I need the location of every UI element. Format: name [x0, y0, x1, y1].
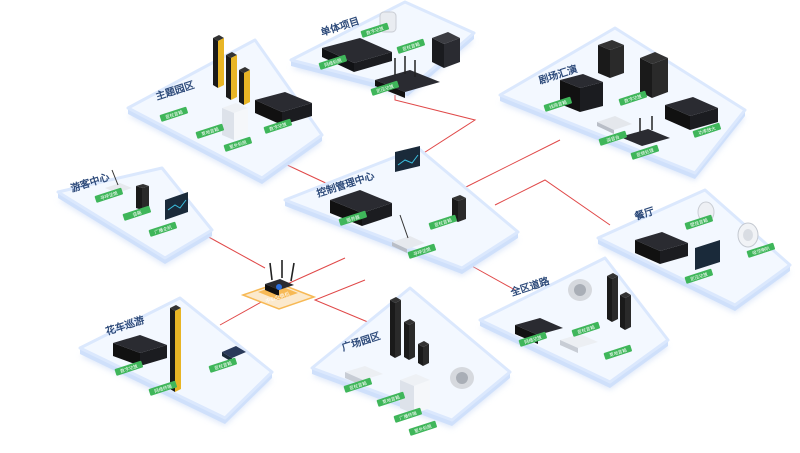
platform-restaurant — [596, 188, 792, 313]
column-speaker-icon — [390, 297, 401, 358]
column-speaker-icon — [226, 52, 237, 100]
column-speaker-icon — [170, 305, 181, 392]
amplifier-icon — [113, 335, 167, 366]
link-flower-patrol — [219, 299, 266, 326]
network-switch-icon — [620, 116, 670, 146]
monitor-icon — [695, 240, 720, 270]
device-tag-label: 调音台 — [606, 133, 621, 144]
monitor-icon — [165, 192, 188, 220]
router-icon — [265, 260, 295, 296]
line-array-speaker-icon — [598, 40, 624, 78]
amplifier-stack-icon — [560, 74, 603, 112]
outdoor-cabinet-icon — [400, 374, 430, 414]
link-square-park — [313, 279, 376, 326]
mixer-icon — [597, 116, 632, 134]
column-speaker-icon — [239, 67, 250, 105]
paging-microphone-icon — [105, 169, 132, 193]
link-theater — [459, 139, 561, 191]
hub-router: 中心交换机 — [240, 260, 317, 310]
device-tag: 调音台 — [598, 130, 627, 146]
platform-control-center — [283, 146, 520, 276]
column-speaker-icon — [620, 292, 631, 330]
outdoor-cabinet-icon — [222, 103, 248, 140]
device-tag: 室外机柜 — [408, 420, 437, 436]
column-speaker-icon — [213, 35, 224, 88]
monitor-icon — [395, 146, 420, 172]
line-array-speaker-icon — [640, 52, 668, 98]
lawn-speaker-icon — [568, 279, 592, 301]
paging-microphone-icon — [392, 214, 425, 253]
broadcast-terminal-icon — [560, 334, 598, 353]
column-speaker-icon — [418, 341, 429, 366]
column-speaker-icon — [607, 273, 618, 322]
link-single-project — [394, 95, 477, 166]
column-speaker-icon — [404, 319, 415, 360]
amplifier-icon — [635, 232, 688, 264]
tower-speaker-icon — [136, 184, 149, 210]
link-full-area — [469, 264, 516, 291]
link-hub-control — [284, 257, 346, 286]
lawn-speaker-icon — [450, 367, 474, 389]
device-tag-label: 室外机柜 — [413, 422, 433, 434]
amplifier-icon — [665, 97, 718, 130]
device-tag: 音箱 — [122, 205, 151, 221]
device-tag: 服务器 — [338, 210, 367, 226]
device-tag-label: 音箱 — [132, 209, 143, 219]
link-restaurant — [494, 179, 611, 226]
ceiling-speaker-icon — [737, 222, 759, 248]
link-visitor-center — [204, 234, 266, 269]
device-tag-label: 服务器 — [346, 213, 361, 224]
speaker-box-icon — [432, 32, 460, 68]
